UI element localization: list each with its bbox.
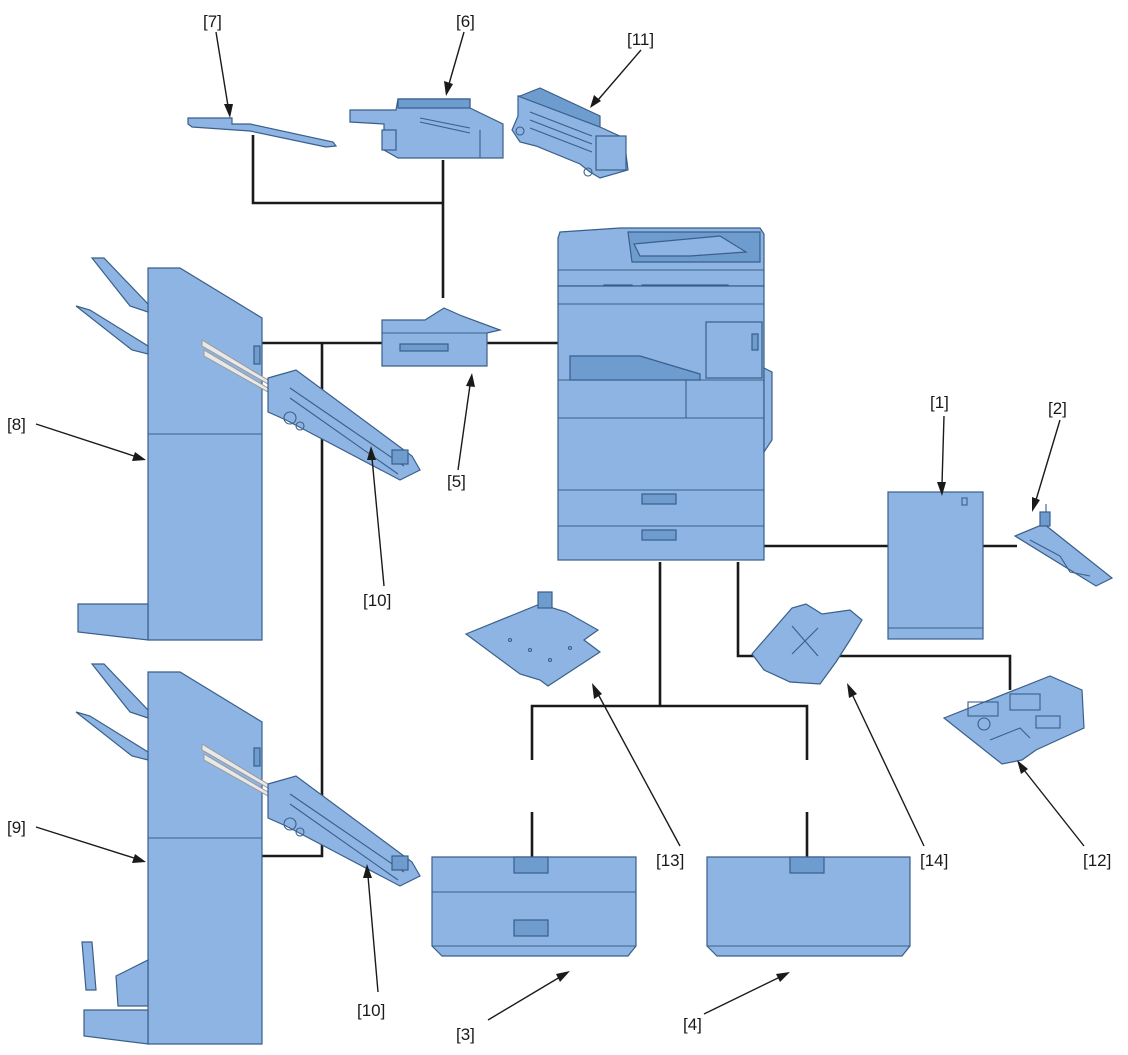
puncher-unit-lower-part [267,775,421,887]
cassette-feeding-unit-part [431,856,637,957]
label-6: [6] [456,12,475,31]
label-10-lower: [10] [357,1001,385,1020]
connector-9 [262,343,324,858]
label-8: [8] [7,415,26,434]
label-12: [12] [1083,851,1111,870]
connector-main-12 [736,562,1012,690]
label-7: [7] [203,12,222,31]
label-13: [13] [656,851,684,870]
connection-lines [251,135,1017,858]
inner-unit-part [349,98,504,159]
cassette-unit-part [706,856,911,957]
copy-tray-part [187,117,338,148]
cassette-plate-b-part [751,603,863,685]
label-3: [3] [456,1025,475,1044]
fixing-assembly-part [511,87,629,179]
puncher-unit-upper-part [267,369,421,481]
label-5: [5] [447,472,466,491]
connector-13-14 [530,704,809,760]
label-14: [14] [920,851,948,870]
main-body-part [557,227,773,561]
leader-lines [35,31,1085,1021]
label-11: [11] [627,30,654,49]
staple-finisher-part [75,257,269,641]
connector-7-6 [251,135,443,205]
label-4: [4] [683,1015,702,1034]
booklet-finisher-part [75,663,269,1045]
callout-labels: [7] [6] [11] [8] [9] [5] [10] [10] [1] [… [7,12,1111,1044]
paper-deck-part [887,491,984,640]
label-2: [2] [1048,399,1067,418]
cassette-plate-a-part [464,591,602,687]
inner-tray-unit-part [381,307,503,367]
label-9: [9] [7,818,26,837]
label-10-upper: [10] [363,591,391,610]
label-1: [1] [930,393,949,412]
plate-kit-part [942,675,1085,765]
attachment-kit-part [1013,504,1114,587]
